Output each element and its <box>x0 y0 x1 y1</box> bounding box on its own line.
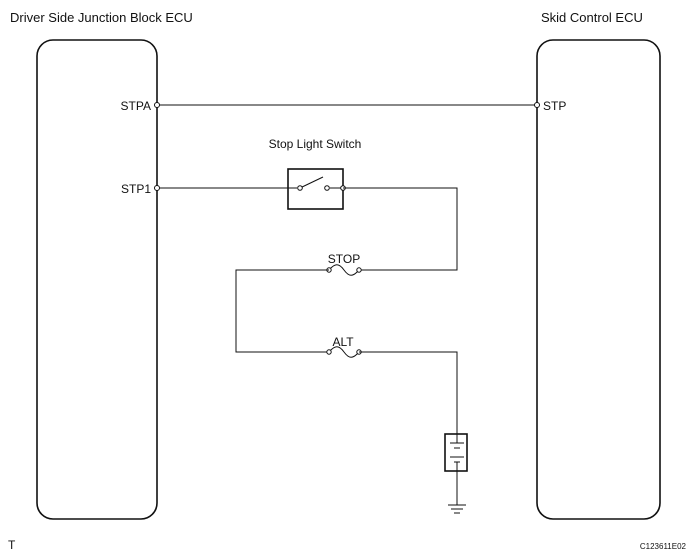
fuse-icon <box>326 264 362 276</box>
ground-icon <box>448 504 466 514</box>
switch-label: Stop Light Switch <box>269 137 362 151</box>
terminal-stpa <box>154 102 160 108</box>
wire-stop-alt <box>235 269 329 353</box>
left-ecu-box <box>36 39 158 520</box>
terminal-stp1 <box>154 185 160 191</box>
fuse-stop-label: STOP <box>328 252 360 266</box>
switch-icon <box>287 168 346 210</box>
wire-switch-stop <box>343 187 458 271</box>
right-ecu-title: Skid Control ECU <box>541 10 643 25</box>
fuse-icon <box>326 346 362 358</box>
pin-label-stp1: STP1 <box>121 182 151 196</box>
pin-label-stp: STP <box>543 99 566 113</box>
footer-code: C123611E02 <box>640 542 687 551</box>
right-ecu-box <box>536 39 661 520</box>
left-ecu-title: Driver Side Junction Block ECU <box>10 10 193 25</box>
terminal-stp <box>534 102 540 108</box>
wire-alt-battery <box>359 351 458 434</box>
battery-icon <box>444 433 468 472</box>
footer-left-mark: T <box>8 538 16 552</box>
fuse-alt-label: ALT <box>332 335 354 349</box>
pin-label-stpa: STPA <box>121 99 151 113</box>
